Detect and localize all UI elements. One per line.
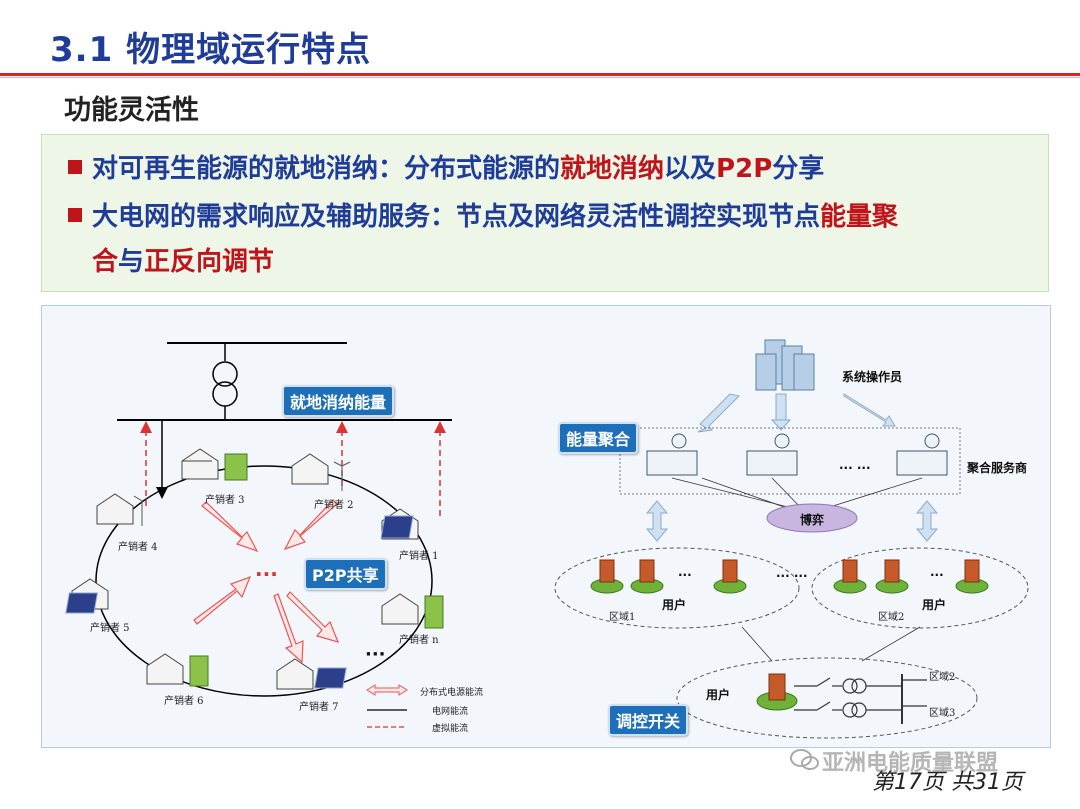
title-divider-thin xyxy=(0,77,1080,78)
user-dots-2: ··· xyxy=(930,568,944,582)
bullet-box: 对可再生能源的就地消纳：分布式能源的就地消纳以及P2P分享 大电网的需求响应及辅… xyxy=(41,134,1049,292)
legend-virtual: 虚拟能流 xyxy=(432,724,469,734)
diagram-panel: 就地消纳能量 P2P共享 ··· ··· 产销者 1 产销者 2 产销者 3 产… xyxy=(41,305,1051,748)
region-dots: ··· ··· xyxy=(776,569,808,583)
bullet-1: 对可再生能源的就地消纳：分布式能源的就地消纳以及P2P分享 xyxy=(68,149,824,189)
bullet-1-text-a: 对可再生能源的就地消纳：分布式能源的 xyxy=(92,154,561,184)
system-operator-label: 系统操作员 xyxy=(842,370,903,384)
tag-p2p-sharing: P2P共享 xyxy=(304,558,387,590)
watermark-text: 亚洲电能质量联盟 xyxy=(822,751,999,776)
bullet-2-highlight: 能量聚 xyxy=(820,202,899,232)
prosumer-label-n: 产销者 n xyxy=(399,635,439,646)
region-label-3: 区域3 xyxy=(929,708,956,719)
bullet-square-icon xyxy=(68,159,82,174)
prosumer-label-1: 产销者 1 xyxy=(399,551,439,562)
prosumer-label-2: 产销者 2 xyxy=(314,500,354,511)
user-dots-1: ··· xyxy=(678,568,692,582)
bullet-1-highlight: 就地消纳 xyxy=(560,154,665,184)
dots-side: ··· xyxy=(365,644,386,665)
page-title: 3.1 物理域运行特点 xyxy=(50,30,372,70)
game-label: 博弈 xyxy=(800,513,825,527)
prosumer-label-7: 产销者 7 xyxy=(299,702,339,713)
prosumer-label-4: 产销者 4 xyxy=(118,542,158,553)
diagram-graphics xyxy=(65,339,1029,739)
bullet-1-text-c: 以及 xyxy=(664,154,717,184)
dots-center: ··· xyxy=(255,562,278,586)
tag-energy-aggregation: 能量聚合 xyxy=(558,422,639,454)
section-subtitle: 功能灵活性 xyxy=(64,95,199,126)
prosumer-label-5: 产销者 5 xyxy=(90,623,130,634)
aggregator-label: 聚合服务商 xyxy=(967,461,1028,475)
legend-distributed: 分布式电源能流 xyxy=(420,688,484,698)
user-label-2: 用户 xyxy=(922,598,947,612)
bullet-2-text-d: 与 xyxy=(118,247,145,277)
legend-grid: 电网能流 xyxy=(432,707,469,717)
prosumer-label-6: 产销者 6 xyxy=(164,696,204,707)
region-label-2b: 区域2 xyxy=(929,672,956,683)
tag-control-switch: 调控开关 xyxy=(608,704,689,736)
prosumer-label-3: 产销者 3 xyxy=(205,495,245,506)
bullet-2-line2: 合与正反向调节 xyxy=(92,242,274,282)
bullet-2-highlight-2: 正反向调节 xyxy=(144,247,275,277)
bullet-square-icon xyxy=(68,207,82,222)
user-label-3: 用户 xyxy=(706,688,731,702)
aggregator-dots: ··· ··· xyxy=(839,461,871,475)
bullet-1-highlight-p2p: P2P xyxy=(716,154,773,184)
wechat-icon xyxy=(790,749,819,770)
tag-local-consumption: 就地消纳能量 xyxy=(282,385,395,417)
page-number: 第17页 共31页 xyxy=(872,770,1023,795)
bullet-2: 大电网的需求响应及辅助服务：节点及网络灵活性调控实现节点能量聚 xyxy=(68,197,898,237)
bullet-1-text-e: 分享 xyxy=(772,154,825,184)
user-label-1: 用户 xyxy=(662,598,687,612)
bullet-2-text-a: 大电网的需求响应及辅助服务：节点及网络灵活性调控实现节点 xyxy=(92,202,821,232)
region-label-1: 区域1 xyxy=(609,612,636,623)
region-label-2: 区域2 xyxy=(878,612,905,623)
title-divider xyxy=(0,73,1080,76)
bullet-2-highlight-cont: 合 xyxy=(92,247,119,277)
